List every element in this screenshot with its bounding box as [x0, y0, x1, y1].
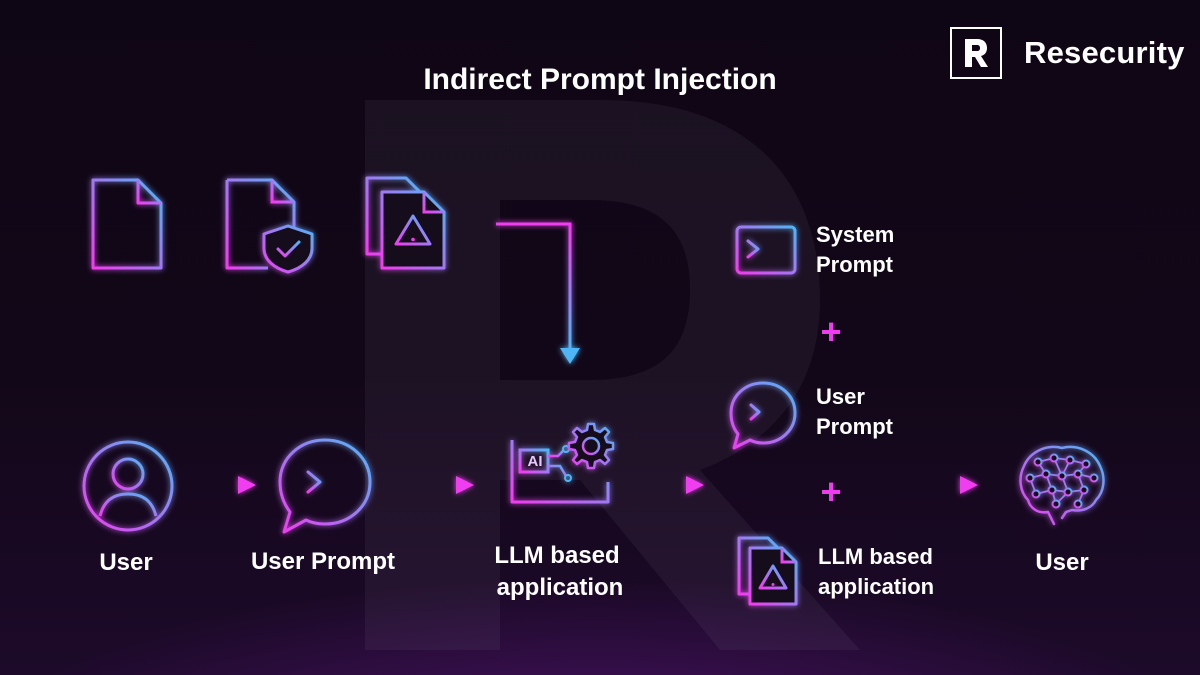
plus-sign-1: +: [820, 311, 842, 352]
stack-user-prompt-label-line1: User: [816, 384, 865, 409]
document-icon: [88, 176, 166, 277]
flow-arrow-llm-to-stack: [646, 476, 704, 494]
stack-llm-app-label-line2: application: [818, 574, 935, 599]
flow-arrow-user-to-prompt: [198, 476, 256, 494]
user-prompt-label: User Prompt: [250, 548, 396, 575]
warning-documents-icon: [364, 174, 448, 277]
llm-screen-text: AI: [527, 453, 543, 470]
llm-app-label-line1: LLM based: [494, 542, 620, 569]
flow-arrow-stack-to-output: [920, 476, 978, 494]
flow-arrow-prompt-to-llm: [416, 476, 474, 494]
injection-arrow: [496, 222, 580, 364]
plus-sign-2: +: [820, 471, 842, 512]
shield-document-icon: [222, 174, 318, 279]
brand-name: Resecurity: [1024, 35, 1185, 70]
llm-application-icon: AI: [508, 420, 620, 529]
system-prompt-label-line2: Prompt: [816, 252, 893, 277]
stack-llm-app-label-line1: LLM based: [818, 544, 933, 569]
brain-network-icon: [1016, 442, 1108, 533]
r-mark-logo-icon: [950, 27, 1002, 79]
warning-documents-small-icon: [736, 534, 800, 613]
llm-app-label-line2: application: [496, 574, 624, 601]
brand: Resecurity: [950, 26, 1185, 80]
terminal-icon: [734, 224, 798, 281]
user-prompt-icon: [276, 436, 374, 541]
user-label: User: [99, 549, 153, 576]
system-prompt-label-line1: System: [816, 222, 895, 247]
stack-user-prompt-label-line2: Prompt: [816, 414, 893, 439]
diagram-title: Indirect Prompt Injection: [423, 63, 777, 96]
user-icon: [80, 438, 176, 539]
output-user-label: User: [1035, 549, 1089, 576]
prompt-bubble-icon: [728, 380, 798, 457]
